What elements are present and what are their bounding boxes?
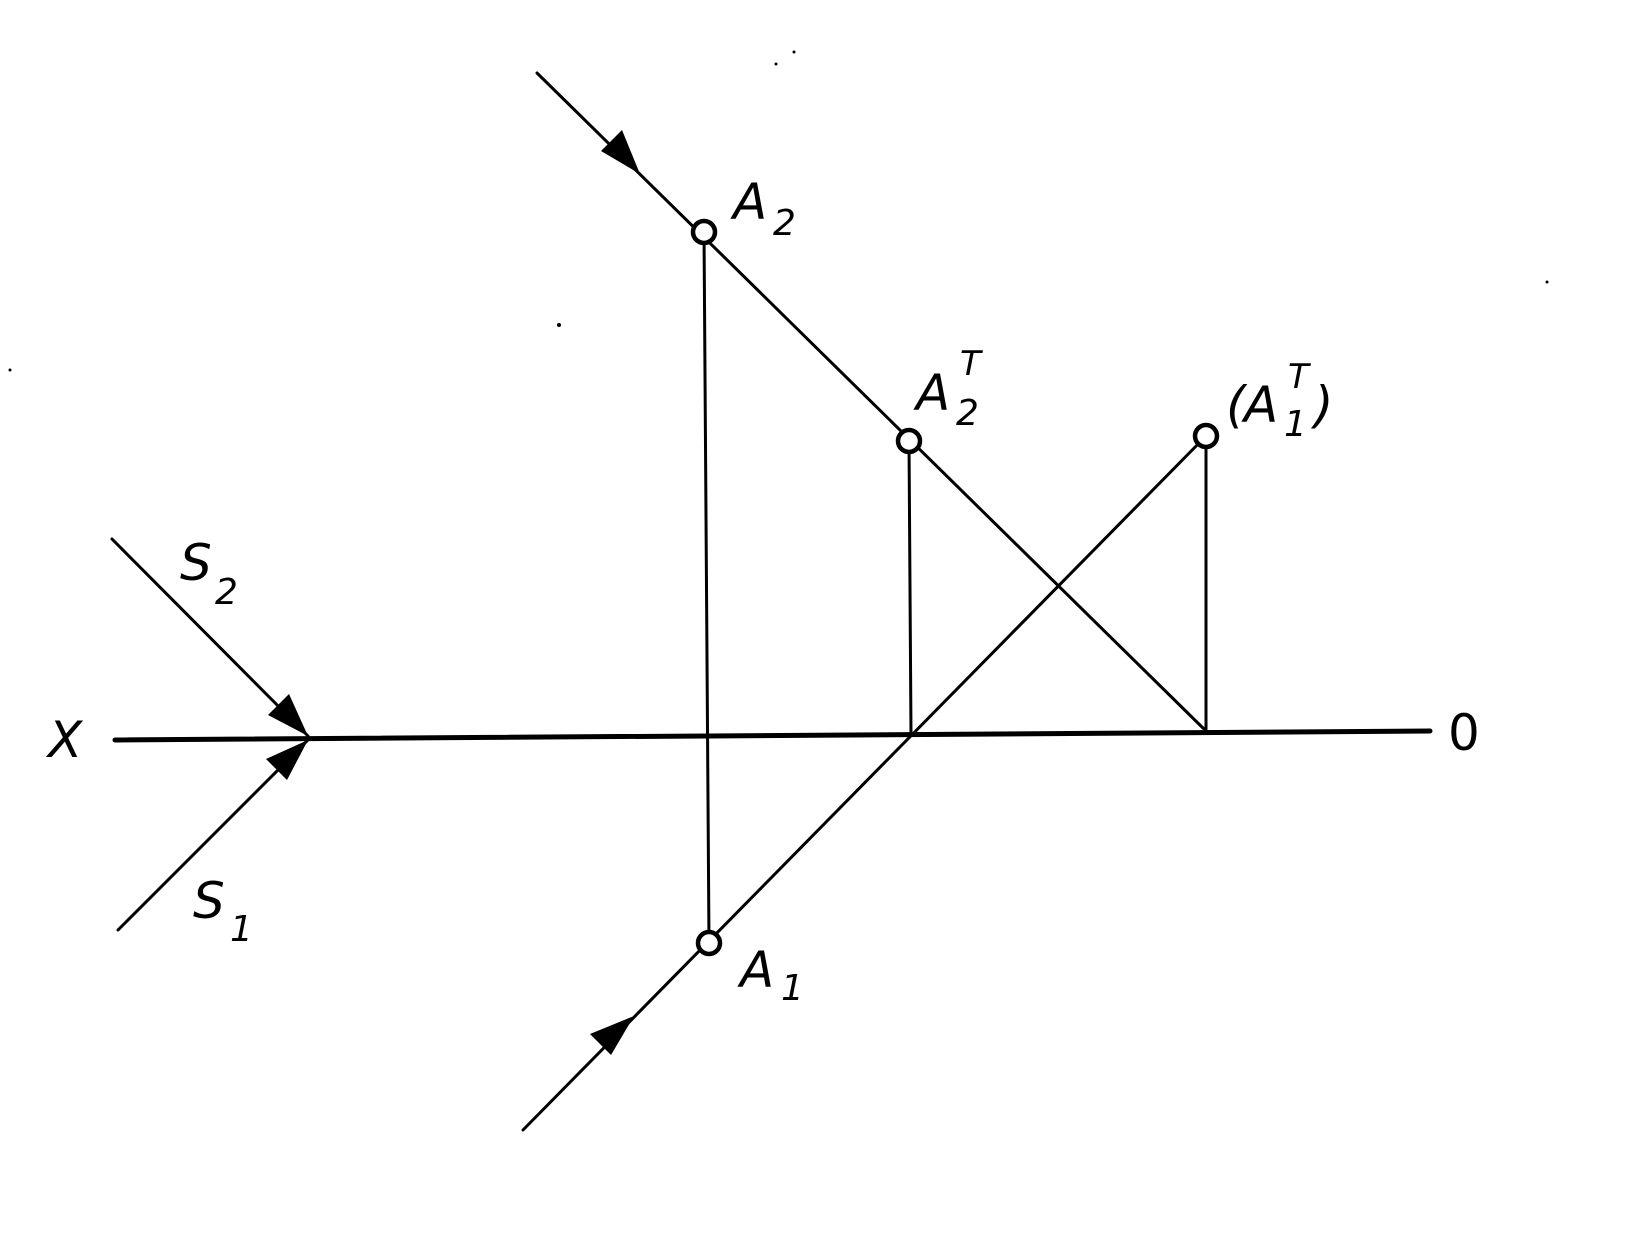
a2t-label-letter: A — [913, 364, 950, 422]
s1-arrowhead — [266, 740, 308, 780]
x-axis-label: X — [45, 711, 84, 769]
a1-label-index: 1 — [781, 968, 804, 1009]
a2-label-index: 2 — [773, 203, 796, 244]
s1-label-letter: S — [193, 872, 225, 930]
s2-direction-line — [110, 537, 310, 738]
a1t-label-letter: A — [1241, 376, 1278, 434]
s1-label-index: 1 — [230, 909, 253, 950]
s2-arrowhead — [268, 694, 308, 736]
a1-label-letter: A — [737, 941, 774, 999]
point-a2t — [895, 427, 923, 455]
speck-4 — [1545, 280, 1549, 284]
speck-2 — [774, 62, 778, 66]
a2-label-letter: A — [730, 173, 767, 231]
upper-ray-arrowhead — [601, 130, 640, 174]
zero-label: 0 — [1448, 704, 1480, 762]
x-axis-line — [112, 728, 1433, 743]
a1t-label-close: ) — [1310, 376, 1334, 434]
upper-ray-line — [535, 71, 1208, 733]
a1t-label-sup: T — [1288, 357, 1311, 397]
a1t-label-index: 1 — [1284, 404, 1307, 445]
a2t-vertical-line — [907, 439, 913, 737]
speck-5 — [8, 368, 12, 372]
lower-ray-line — [521, 434, 1208, 1132]
a2t-label-index: 2 — [956, 393, 979, 434]
s1-direction-line — [116, 738, 310, 932]
lower-ray-arrowhead — [590, 1016, 634, 1055]
point-a1 — [695, 929, 723, 957]
a2t-label-sup: T — [960, 344, 983, 384]
speck-1 — [557, 323, 561, 327]
speck-3 — [792, 50, 796, 54]
point-a1t — [1192, 422, 1220, 450]
a1t-label-open: ( — [1226, 376, 1248, 434]
s2-label-letter: S — [180, 534, 212, 592]
s2-label-index: 2 — [215, 572, 238, 613]
point-a2 — [690, 218, 718, 246]
a2-a1-connection-line — [702, 230, 711, 945]
